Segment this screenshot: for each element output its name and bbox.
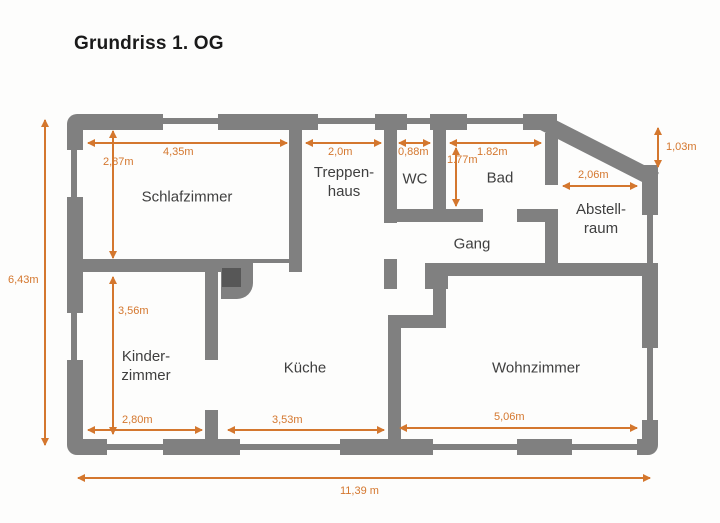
window-bottom-wohnzimmer-right: [572, 444, 637, 450]
exterior-wall-top: [83, 114, 163, 130]
page-title: Grundriss 1. OG: [74, 33, 224, 54]
dimension-arrow-schlafzimmer-width: [87, 139, 288, 147]
exterior-wall-right: [642, 272, 658, 348]
wall-schlafzimmer-bottom: [83, 259, 245, 272]
wall-kueche-wohnzimmer-jog: [388, 315, 446, 328]
dimension-label-abstellraum-width: 2,06m: [578, 169, 609, 181]
dimension-arrow-kinderzimmer-height: [109, 276, 117, 435]
window-bottom-kinderzimmer: [107, 444, 163, 450]
wall-treppenhaus-wc: [384, 130, 397, 223]
wall-corner-bottom-right: [642, 439, 658, 455]
window-right-upper: [647, 215, 653, 272]
dimension-arrow-abstellraum-width: [562, 182, 638, 190]
window-top-schlafzimmer: [163, 118, 218, 124]
window-left-kinderzimmer: [71, 313, 77, 360]
dimension-label-bad-width: 1.82m: [477, 146, 508, 158]
room-label-abstellraum: Abstell- raum: [575, 201, 627, 237]
dimension-label-schlafzimmer-height: 2,87m: [103, 156, 134, 168]
dimension-label-bad-height: 1.77m: [447, 154, 478, 166]
dimension-arrow-building-width: [77, 474, 651, 482]
exterior-wall-right: [642, 420, 658, 439]
dimension-label-building-width: 11,39 m: [340, 485, 379, 497]
window-bottom-kueche: [240, 444, 340, 450]
room-label-bad: Bad: [486, 169, 514, 187]
exterior-wall-bottom: [83, 439, 107, 455]
dimension-arrow-gable-height: [654, 127, 662, 168]
wall-wc-bottom: [384, 209, 446, 222]
room-label-gang: Gang: [453, 235, 491, 253]
dimension-label-kinderzimmer-height: 3,56m: [118, 305, 149, 317]
dimension-label-wohnzimmer-width: 5,06m: [494, 411, 525, 423]
dimension-arrow-bad-height: [452, 147, 460, 207]
dimension-label-wc-width: 0,88m: [398, 146, 429, 158]
chimney: [222, 268, 241, 287]
room-label-treppenhaus: Treppen- haus: [313, 164, 375, 200]
room-label-wohnzimmer: Wohnzimmer: [491, 359, 581, 377]
wall-wohnzimmer-left-upper: [433, 263, 446, 328]
wall-kueche-wohnzimmer: [388, 315, 401, 444]
dimension-arrow-kinderzimmer-width: [87, 426, 203, 434]
dimension-label-building-height: 6,43m: [8, 274, 39, 286]
window-left-schlafzimmer: [71, 150, 77, 197]
wall-corner-bottom-left: [67, 439, 83, 455]
room-label-wc: WC: [402, 170, 428, 188]
door-opening-schlafzimmer: [245, 259, 290, 263]
window-right-lower: [647, 348, 653, 420]
room-label-kinderzimmer: Kinder- zimmer: [121, 348, 171, 384]
dimension-label-treppenhaus-width: 2,0m: [328, 146, 353, 158]
dimension-arrow-schlafzimmer-height: [109, 130, 117, 259]
room-label-schlafzimmer: Schlafzimmer: [141, 188, 233, 206]
exterior-wall-left: [67, 130, 83, 150]
dimension-arrow-treppenhaus-width: [305, 139, 382, 147]
exterior-wall-right: [642, 165, 658, 215]
dimension-arrow-wc-width: [398, 139, 431, 147]
exterior-wall-left: [67, 360, 83, 439]
wall-kinderzimmer-kueche-upper: [205, 272, 218, 360]
exterior-wall-bottom: [637, 439, 642, 455]
dimension-label-schlafzimmer-width: 4,35m: [163, 146, 194, 158]
exterior-wall-top: [218, 114, 318, 130]
dimension-arrow-kueche-width: [227, 426, 385, 434]
exterior-wall-left: [67, 197, 83, 313]
dimension-arrow-wohnzimmer-width: [399, 424, 638, 432]
dimension-arrow-bad-width: [449, 139, 542, 147]
wall-corner-top-left: [67, 114, 83, 130]
dimension-arrow-building-height: [41, 119, 49, 446]
wall-treppenhaus-stub: [384, 259, 397, 289]
exterior-wall-top: [430, 114, 467, 130]
dimension-label-kinderzimmer-width: 2,80m: [122, 414, 153, 426]
wall-bad-abstellraum-upper: [545, 133, 558, 185]
exterior-wall-bottom: [340, 439, 433, 455]
exterior-wall-top: [375, 114, 407, 130]
window-bottom-wohnzimmer-left: [433, 444, 517, 450]
wall-schlafzimmer-treppenhaus: [289, 130, 302, 272]
wall-bad-bottom-left: [446, 209, 483, 222]
exterior-wall-bottom: [517, 439, 572, 455]
dimension-label-kueche-width: 3,53m: [272, 414, 303, 426]
dimension-label-gable-height: 1,03m: [666, 141, 697, 153]
wall-wc-bad: [433, 130, 446, 222]
room-label-kueche: Küche: [283, 359, 327, 377]
window-top-treppenhaus: [318, 118, 375, 124]
wall-gang-wohnzimmer: [425, 263, 658, 276]
wall-gang-abstellraum: [545, 209, 558, 263]
exterior-wall-bottom: [163, 439, 240, 455]
window-top-bad: [467, 118, 523, 124]
wall-kinderzimmer-kueche-lower: [205, 410, 218, 444]
window-top-wc: [407, 118, 430, 124]
